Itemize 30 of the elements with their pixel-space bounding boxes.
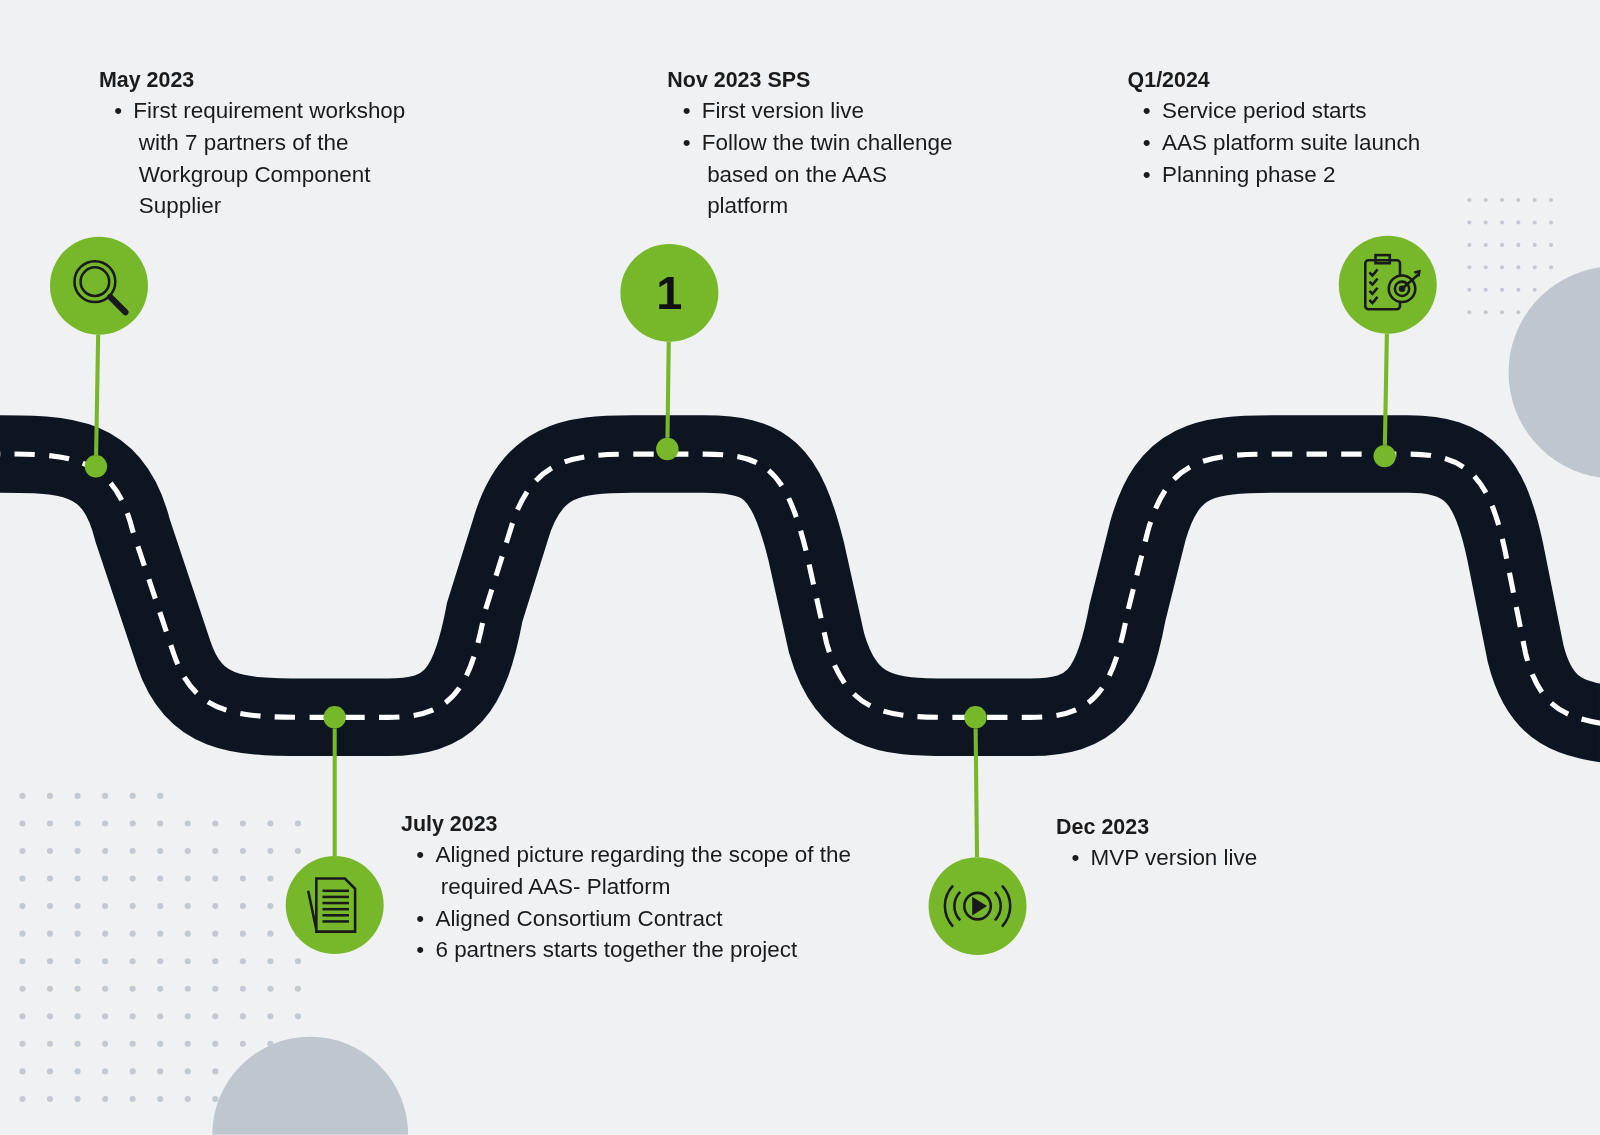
bullet-item: • Planning phase 2	[1142, 160, 1337, 189]
leader-line	[332, 728, 337, 857]
milestone-date: Q1/2024	[1127, 66, 1210, 94]
leader-line	[94, 334, 101, 456]
road-marker-dot	[1373, 444, 1396, 468]
bullet-item: • 6 partners starts together the project	[416, 935, 799, 965]
bullet-item: • Aligned picture regarding the scope of the required AAS- Platform	[416, 840, 852, 901]
leader-line	[665, 341, 671, 438]
milestone-circle	[928, 857, 1027, 956]
milestone-date: May 2023	[99, 66, 195, 94]
bullet-item: • AAS platform suite launch	[1142, 128, 1422, 158]
milestone-circle	[1338, 235, 1437, 334]
milestone-circle: 1	[620, 243, 719, 342]
milestone-date: Dec 2023	[1056, 813, 1150, 840]
road-marker-dot	[323, 706, 346, 729]
bullet-item: • Follow the twin challenge based on the AAS platform	[682, 128, 954, 221]
bullet-item: • Aligned Consortium Contract	[416, 904, 724, 933]
milestone-circle	[285, 856, 384, 955]
leader-line	[973, 728, 980, 858]
road-marker-dot	[84, 455, 108, 478]
bullet-item: • Service period starts	[1142, 96, 1368, 126]
milestone-date: July 2023	[401, 810, 498, 838]
milestone-date: Nov 2023 SPS	[667, 66, 811, 93]
bullet-item: • First requirement workshop with 7 partners of the Workgroup Component Supplier	[114, 96, 407, 221]
road-marker-dot	[656, 437, 679, 461]
bullet-item: • First version live	[682, 96, 865, 126]
leader-line	[1382, 333, 1389, 445]
milestone-circle	[50, 236, 148, 335]
bullet-item: • MVP version live	[1071, 843, 1259, 873]
road-marker-dot	[964, 706, 987, 729]
